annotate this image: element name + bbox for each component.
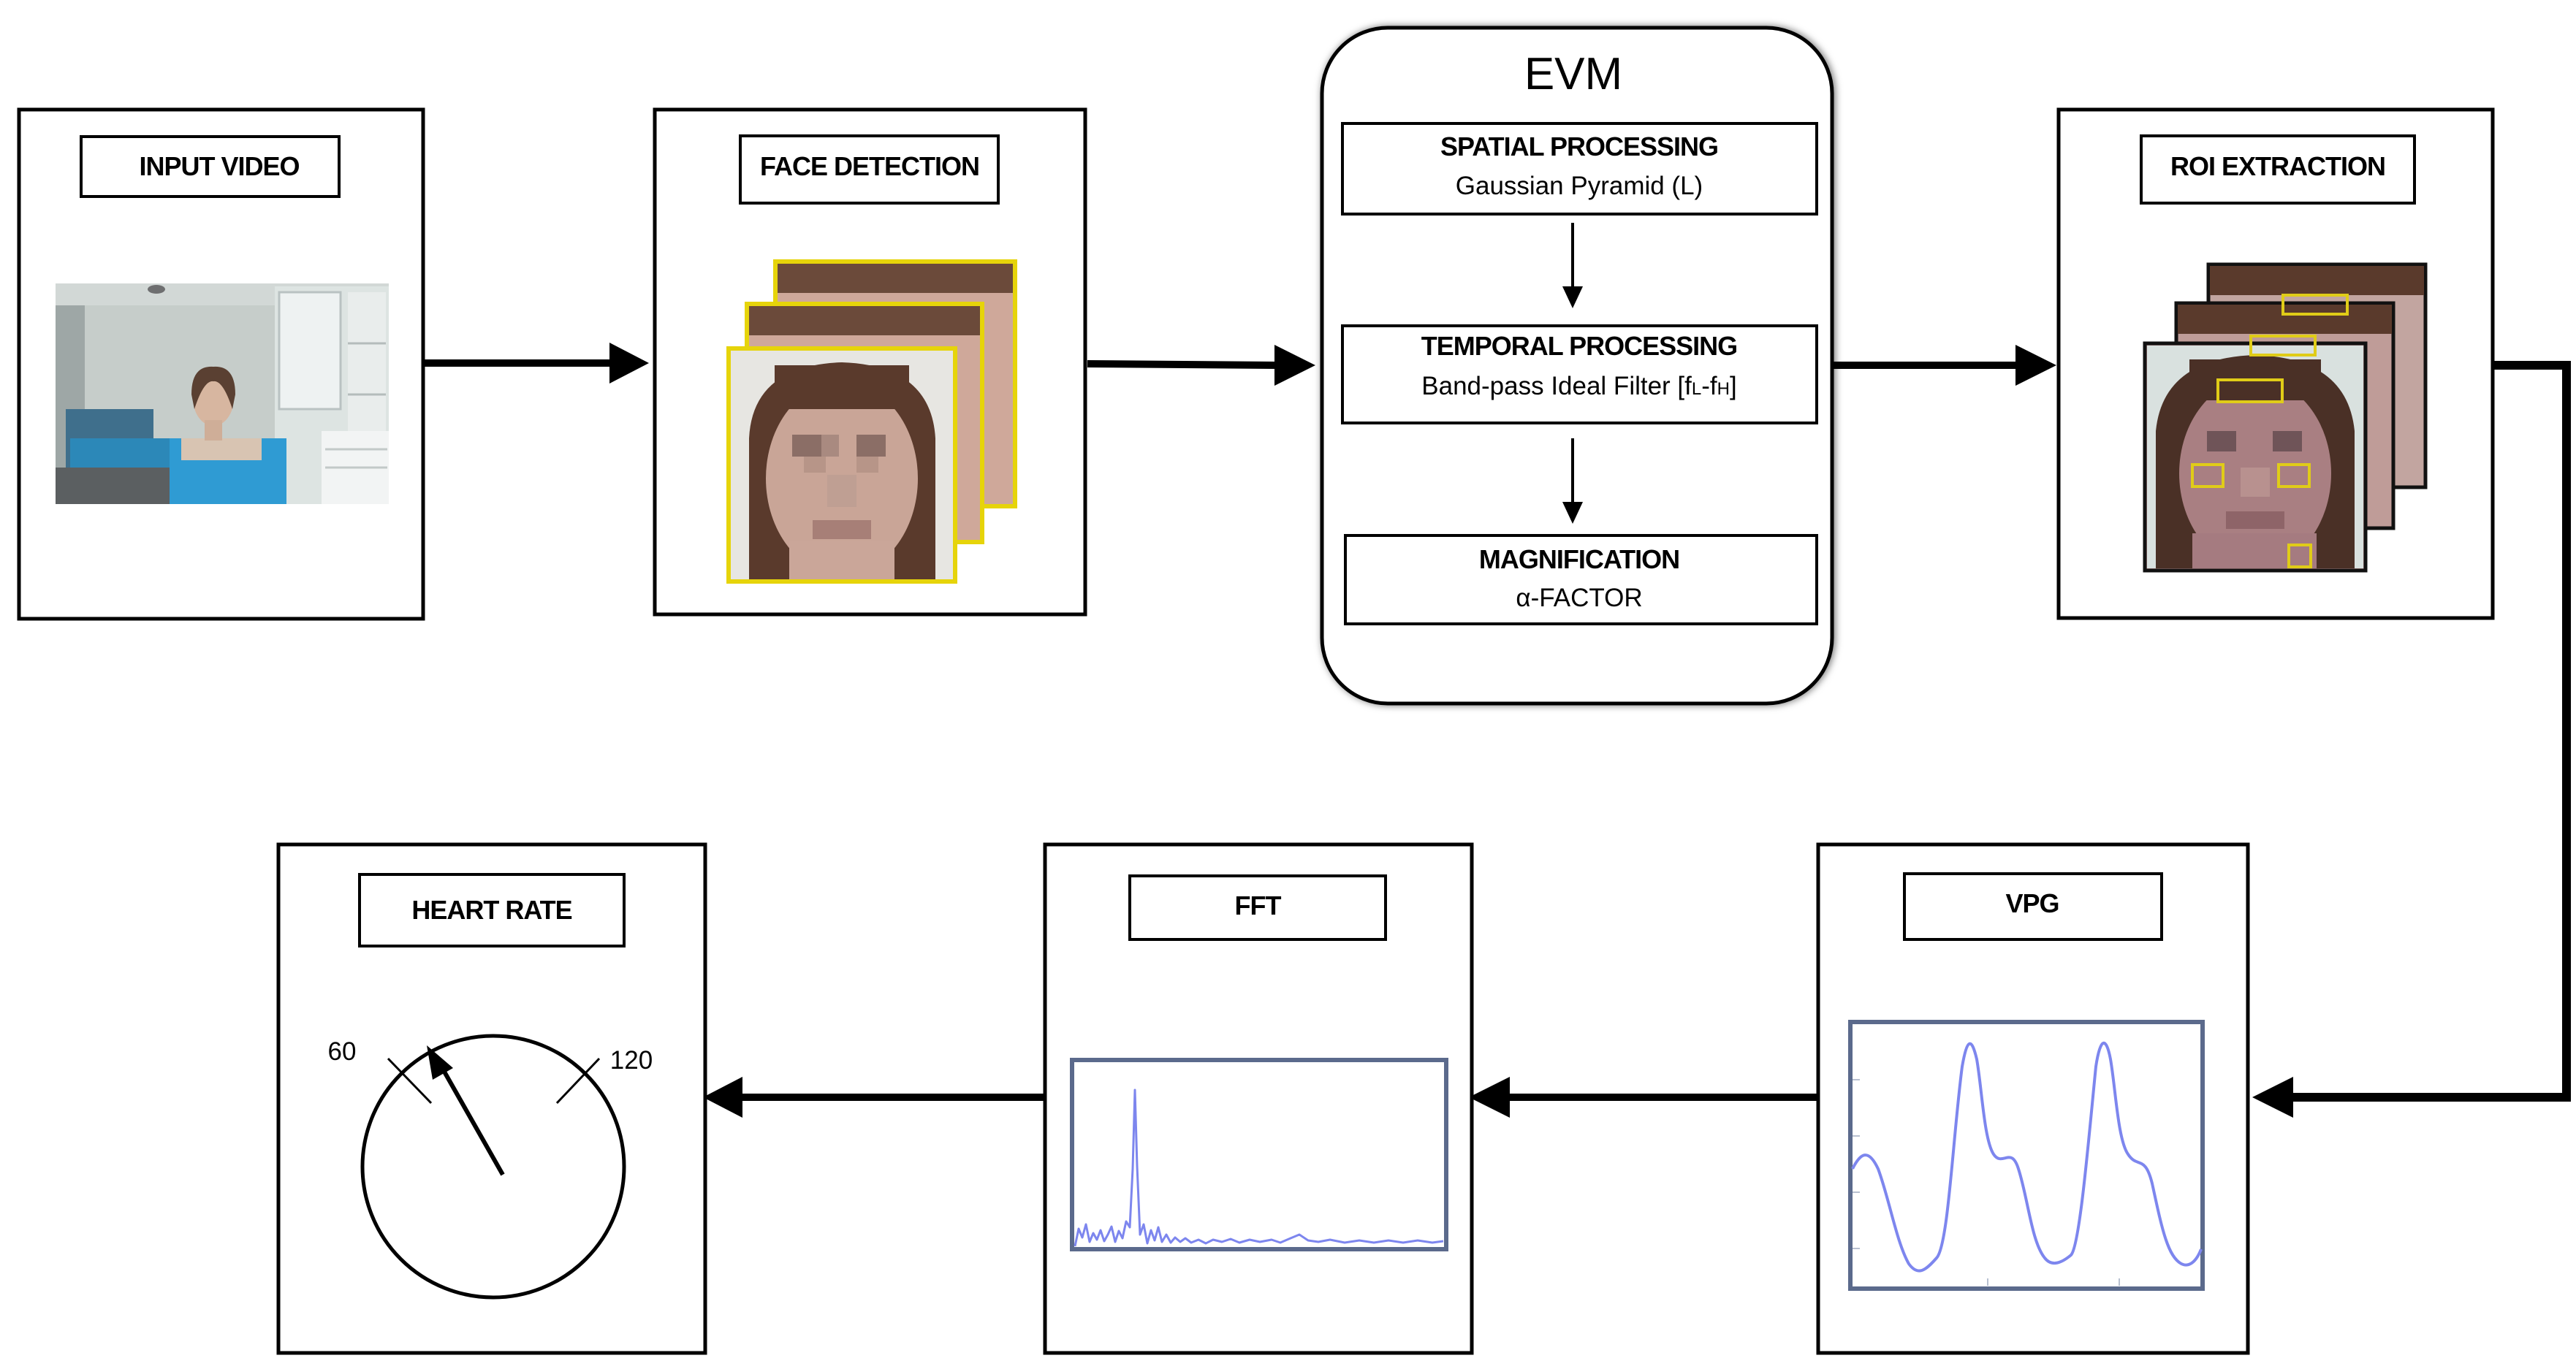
connector-roi-to-vpg [2252, 361, 2571, 1118]
roi-extraction-label-box [2140, 134, 2416, 205]
magnification-title: MAGNIFICATION [1479, 544, 1679, 574]
spatial-processing-title: SPATIAL PROCESSING [1440, 131, 1718, 161]
vpg-label-box [1903, 872, 2163, 941]
connectors [424, 343, 2571, 1118]
roi-left-cheek-box [2191, 463, 2224, 488]
roi-boxes [2191, 294, 2349, 568]
dial-gauge: 60 120 [328, 1034, 653, 1300]
fft-spectrum-line [1074, 1088, 1444, 1247]
frequency-spectrum-plot [1070, 1058, 1448, 1251]
pulse-waveform-plot [1848, 1020, 2205, 1291]
dial-needle-head [427, 1045, 453, 1080]
stage-heart-rate: HEART RATE 60 120 [276, 842, 707, 1355]
dial-tick-120 [555, 1057, 601, 1105]
vpg-waveform-line [1851, 1042, 2203, 1273]
stage-input-video: INPUT VIDEO [17, 107, 425, 621]
arrow-fft-to-heartrate [703, 1077, 1044, 1118]
arrow-input-to-face [424, 343, 649, 384]
temporal-processing-box [1341, 324, 1818, 424]
input-video-frame-image [56, 283, 389, 504]
dial-needle [439, 1065, 505, 1176]
fft-plot-frame [1070, 1058, 1448, 1251]
roi-right-cheek-box [2277, 463, 2311, 488]
arrow-face-to-evm [1087, 345, 1315, 386]
arrow-temporal-to-magnification [1562, 438, 1583, 524]
magnification-box [1344, 534, 1818, 625]
temporal-subscript-low: L [1692, 379, 1701, 399]
roi-forehead-box [2216, 378, 2284, 403]
arrow-vpg-to-fft [1469, 1077, 1817, 1118]
evm-spatial-processing: SPATIAL PROCESSING Gaussian Pyramid (L) [1341, 122, 1818, 216]
face-detection-label-box [739, 134, 1000, 205]
input-video-label: INPUT VIDEO [139, 151, 299, 181]
temporal-processing-title: TEMPORAL PROCESSING [1421, 331, 1737, 361]
stage-evm: EVM SPATIAL PROCESSING Gaussian Pyramid … [1320, 26, 1834, 706]
arrow-spatial-to-temporal [1562, 223, 1583, 308]
dial-label-120: 120 [610, 1046, 653, 1075]
arrow-evm-to-roi [1829, 345, 2056, 386]
evm-temporal-processing: TEMPORAL PROCESSING Band-pass Ideal Filt… [1341, 324, 1818, 424]
dial-label-60: 60 [328, 1037, 357, 1066]
magnification-subtitle: α-FACTOR [1516, 584, 1642, 612]
stage-roi-extraction: ROI EXTRACTION [2056, 107, 2495, 620]
fft-label: FFT [1235, 891, 1282, 920]
spatial-processing-box [1341, 122, 1818, 216]
temporal-processing-subtitle: Band-pass Ideal Filter [fL-fH] [1421, 372, 1736, 400]
input-video-label-box [80, 135, 341, 198]
heart-rate-label: HEART RATE [411, 895, 571, 925]
temporal-subscript-high: H [1717, 379, 1730, 399]
dial-tick-60 [387, 1057, 433, 1105]
face-detection-label: FACE DETECTION [760, 151, 979, 181]
stage-face-detection: FACE DETECTION [653, 107, 1087, 617]
vpg-label: VPG [2005, 888, 2059, 918]
roi-extraction-label: ROI EXTRACTION [2170, 151, 2385, 181]
evm-title: EVM [1524, 49, 1622, 99]
fft-label-box [1128, 874, 1387, 941]
stacked-face-frames-image [726, 259, 1017, 584]
roi-chin-box [2287, 544, 2312, 568]
stage-vpg: VPG [1816, 842, 2250, 1355]
stacked-roi-face-frames-image [2143, 262, 2428, 573]
spatial-processing-subtitle: Gaussian Pyramid (L) [1456, 172, 1703, 200]
heart-rate-label-box [358, 873, 626, 947]
vpg-plot-frame [1848, 1020, 2205, 1291]
stage-fft: FFT [1043, 842, 1474, 1355]
evm-magnification: MAGNIFICATION α-FACTOR [1344, 534, 1818, 625]
